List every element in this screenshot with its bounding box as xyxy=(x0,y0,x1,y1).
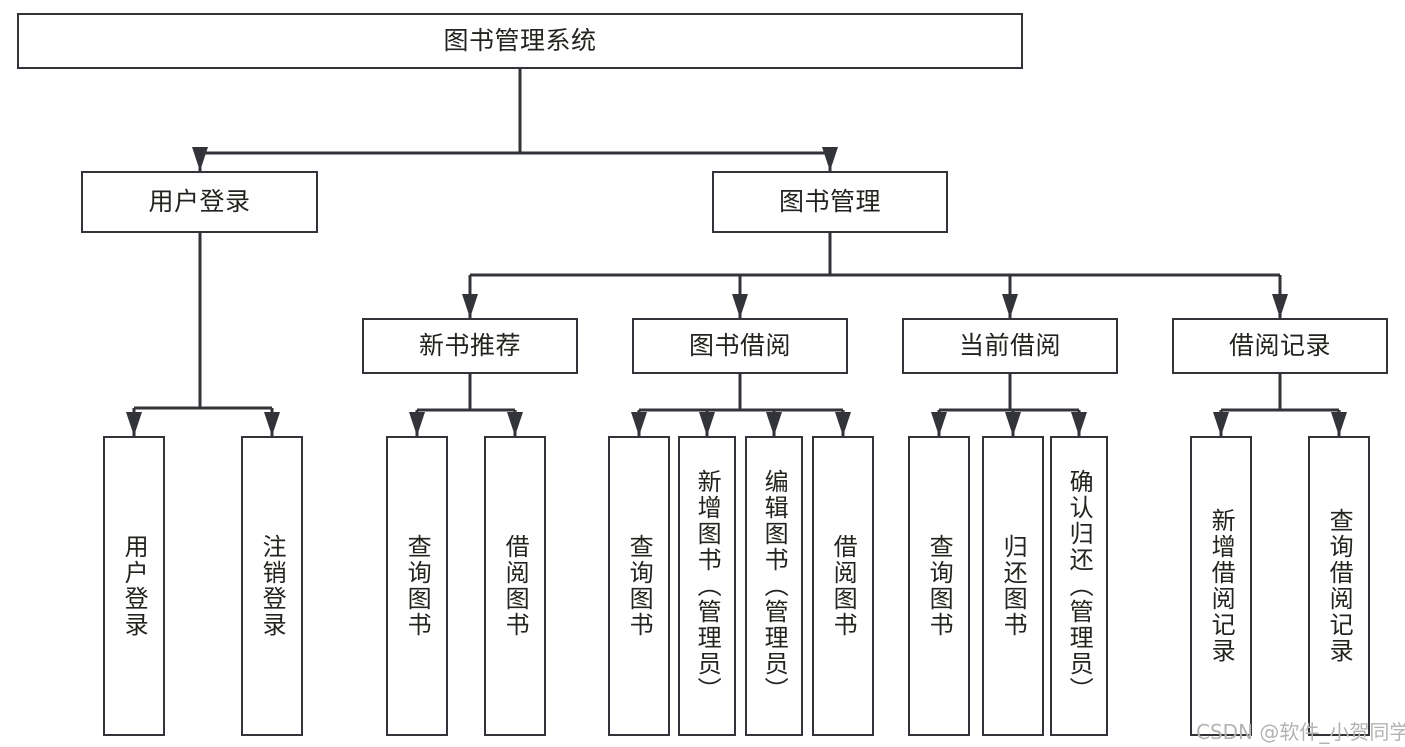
edge-arrowhead xyxy=(462,294,478,318)
edge-arrowhead xyxy=(835,412,851,436)
edge-arrowhead xyxy=(699,412,715,436)
edge-arrowhead xyxy=(409,412,425,436)
node-leaf-query-book[interactable]: 查询图书 xyxy=(608,436,670,736)
node-label: 查询图书 xyxy=(625,534,654,638)
node-leaf-add-book-admin[interactable]: 新增图书（管理员） xyxy=(678,436,736,736)
edge-arrowhead xyxy=(1002,294,1018,318)
node-label: 用户登录 xyxy=(148,187,251,217)
node-leaf-user-login[interactable]: 用户登录 xyxy=(103,436,165,736)
node-label: 新书推荐 xyxy=(418,331,521,361)
node-leaf-query-book-recommend[interactable]: 查询图书 xyxy=(386,436,448,736)
edge-arrowhead xyxy=(192,147,208,171)
node-label: 查询图书 xyxy=(403,534,432,638)
node-book-borrow[interactable]: 图书借阅 xyxy=(632,318,848,374)
node-label: 归还图书 xyxy=(999,534,1028,638)
node-label: 查询借阅记录 xyxy=(1325,508,1354,664)
node-label: 新增图书（管理员） xyxy=(693,469,722,703)
node-leaf-edit-book-admin[interactable]: 编辑图书（管理员） xyxy=(745,436,803,736)
node-label: 图书管理 xyxy=(778,187,881,217)
node-leaf-confirm-return-admin[interactable]: 确认归还（管理员） xyxy=(1050,436,1108,736)
edge-arrowhead xyxy=(1005,412,1021,436)
edge-arrowhead xyxy=(631,412,647,436)
edge-arrowhead xyxy=(1071,412,1087,436)
node-leaf-query-borrow-record[interactable]: 查询借阅记录 xyxy=(1308,436,1370,736)
edge-arrowhead xyxy=(1331,412,1347,436)
node-label: 图书借阅 xyxy=(688,331,791,361)
edge-arrowhead xyxy=(507,412,523,436)
edge-arrowhead xyxy=(1272,294,1288,318)
node-new-book-recommend[interactable]: 新书推荐 xyxy=(362,318,578,374)
node-label: 注销登录 xyxy=(258,534,287,638)
edge-arrowhead xyxy=(766,412,782,436)
edge-arrowhead xyxy=(126,412,142,436)
edge-arrowhead xyxy=(264,412,280,436)
node-leaf-add-borrow-record[interactable]: 新增借阅记录 xyxy=(1190,436,1252,736)
node-current-borrow[interactable]: 当前借阅 xyxy=(902,318,1118,374)
node-root[interactable]: 图书管理系统 xyxy=(17,13,1023,69)
edge-arrowhead xyxy=(1213,412,1229,436)
node-user-login[interactable]: 用户登录 xyxy=(81,171,318,233)
node-leaf-query-book-current[interactable]: 查询图书 xyxy=(908,436,970,736)
node-label: 编辑图书（管理员） xyxy=(760,469,789,703)
node-leaf-borrow-book-recommend[interactable]: 借阅图书 xyxy=(484,436,546,736)
edge-arrowhead xyxy=(931,412,947,436)
node-label: 确认归还（管理员） xyxy=(1065,469,1094,703)
node-label: 借阅记录 xyxy=(1228,331,1331,361)
node-label: 新增借阅记录 xyxy=(1207,508,1236,664)
node-leaf-return-book[interactable]: 归还图书 xyxy=(982,436,1044,736)
edge-arrowhead xyxy=(732,294,748,318)
node-label: 借阅图书 xyxy=(829,534,858,638)
node-leaf-logout[interactable]: 注销登录 xyxy=(241,436,303,736)
node-label: 当前借阅 xyxy=(958,331,1061,361)
node-label: 查询图书 xyxy=(925,534,954,638)
node-book-manage[interactable]: 图书管理 xyxy=(712,171,948,233)
node-label: 图书管理系统 xyxy=(443,26,597,56)
node-borrow-record[interactable]: 借阅记录 xyxy=(1172,318,1388,374)
node-label: 用户登录 xyxy=(120,534,149,638)
node-leaf-borrow-book[interactable]: 借阅图书 xyxy=(812,436,874,736)
edge-arrowhead xyxy=(822,147,838,171)
node-label: 借阅图书 xyxy=(501,534,530,638)
